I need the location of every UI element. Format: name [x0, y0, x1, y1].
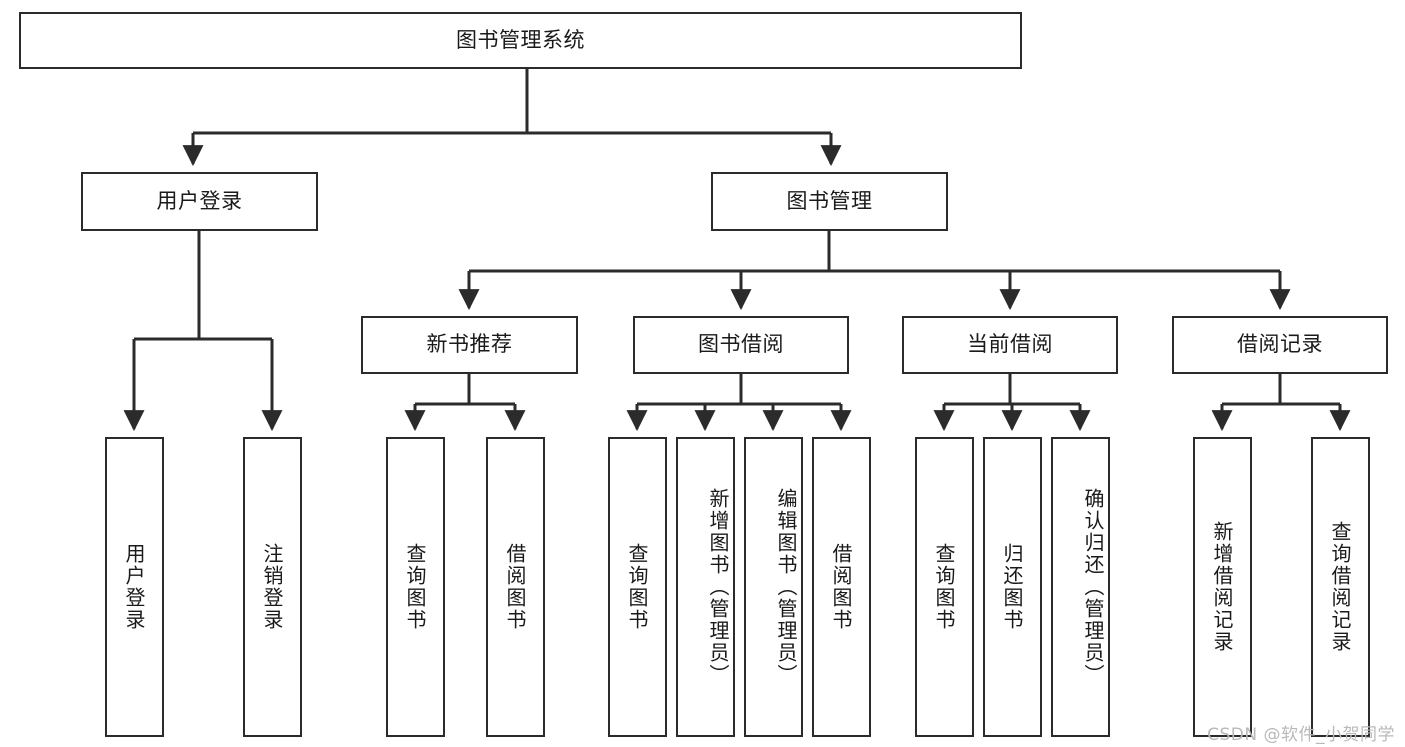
node-root-图书管理系统[interactable]: 图书管理系统	[19, 12, 1022, 69]
node-leaf-user-login[interactable]: 用户登录	[105, 437, 164, 737]
node-book-manage[interactable]: 图书管理	[711, 172, 948, 231]
node-label: 新书推荐	[426, 332, 513, 357]
node-label: 新增借阅记录	[1210, 521, 1234, 653]
node-leaf-query-book-3[interactable]: 查询图书	[915, 437, 974, 737]
node-label: 注销登录	[260, 543, 284, 631]
node-user-login[interactable]: 用户登录	[81, 172, 318, 231]
node-leaf-query-record[interactable]: 查询借阅记录	[1311, 437, 1370, 737]
node-new-book-recommend[interactable]: 新书推荐	[361, 316, 578, 374]
node-leaf-query-book-1[interactable]: 查询图书	[386, 437, 445, 737]
node-label: 图书管理系统	[456, 27, 585, 52]
node-leaf-borrow-book-2[interactable]: 借阅图书	[812, 437, 871, 737]
node-leaf-borrow-book-1[interactable]: 借阅图书	[486, 437, 545, 737]
node-label: 图书管理	[786, 188, 873, 213]
node-label: 查询图书	[403, 543, 427, 631]
node-label: 确认归还（管理员）	[1081, 488, 1105, 686]
node-label: 编辑图书（管理员）	[774, 488, 798, 686]
node-leaf-logout[interactable]: 注销登录	[243, 437, 302, 737]
node-label: 借阅图书	[503, 543, 527, 631]
node-label: 图书借阅	[698, 332, 784, 357]
node-label: 当前借阅	[967, 332, 1053, 357]
node-label: 查询图书	[625, 543, 649, 631]
node-borrow-record[interactable]: 借阅记录	[1172, 316, 1388, 374]
node-leaf-return-book[interactable]: 归还图书	[983, 437, 1042, 737]
node-label: 借阅图书	[829, 543, 853, 631]
node-leaf-confirm-return[interactable]: 确认归还（管理员）	[1051, 437, 1110, 737]
node-leaf-add-book[interactable]: 新增图书（管理员）	[676, 437, 735, 737]
node-label: 归还图书	[1000, 543, 1024, 631]
node-label: 用户登录	[122, 543, 146, 631]
watermark-text: CSDN @软件_小贺同学	[1207, 725, 1395, 745]
node-book-borrow[interactable]: 图书借阅	[633, 316, 849, 374]
node-leaf-edit-book[interactable]: 编辑图书（管理员）	[744, 437, 803, 737]
node-label: 查询借阅记录	[1328, 521, 1352, 653]
node-label: 用户登录	[156, 188, 243, 213]
node-leaf-query-book-2[interactable]: 查询图书	[608, 437, 667, 737]
node-label: 查询图书	[932, 543, 956, 631]
node-label: 新增图书（管理员）	[706, 488, 730, 686]
node-current-borrow[interactable]: 当前借阅	[902, 316, 1118, 374]
node-label: 借阅记录	[1237, 332, 1323, 357]
node-leaf-add-record[interactable]: 新增借阅记录	[1193, 437, 1252, 737]
